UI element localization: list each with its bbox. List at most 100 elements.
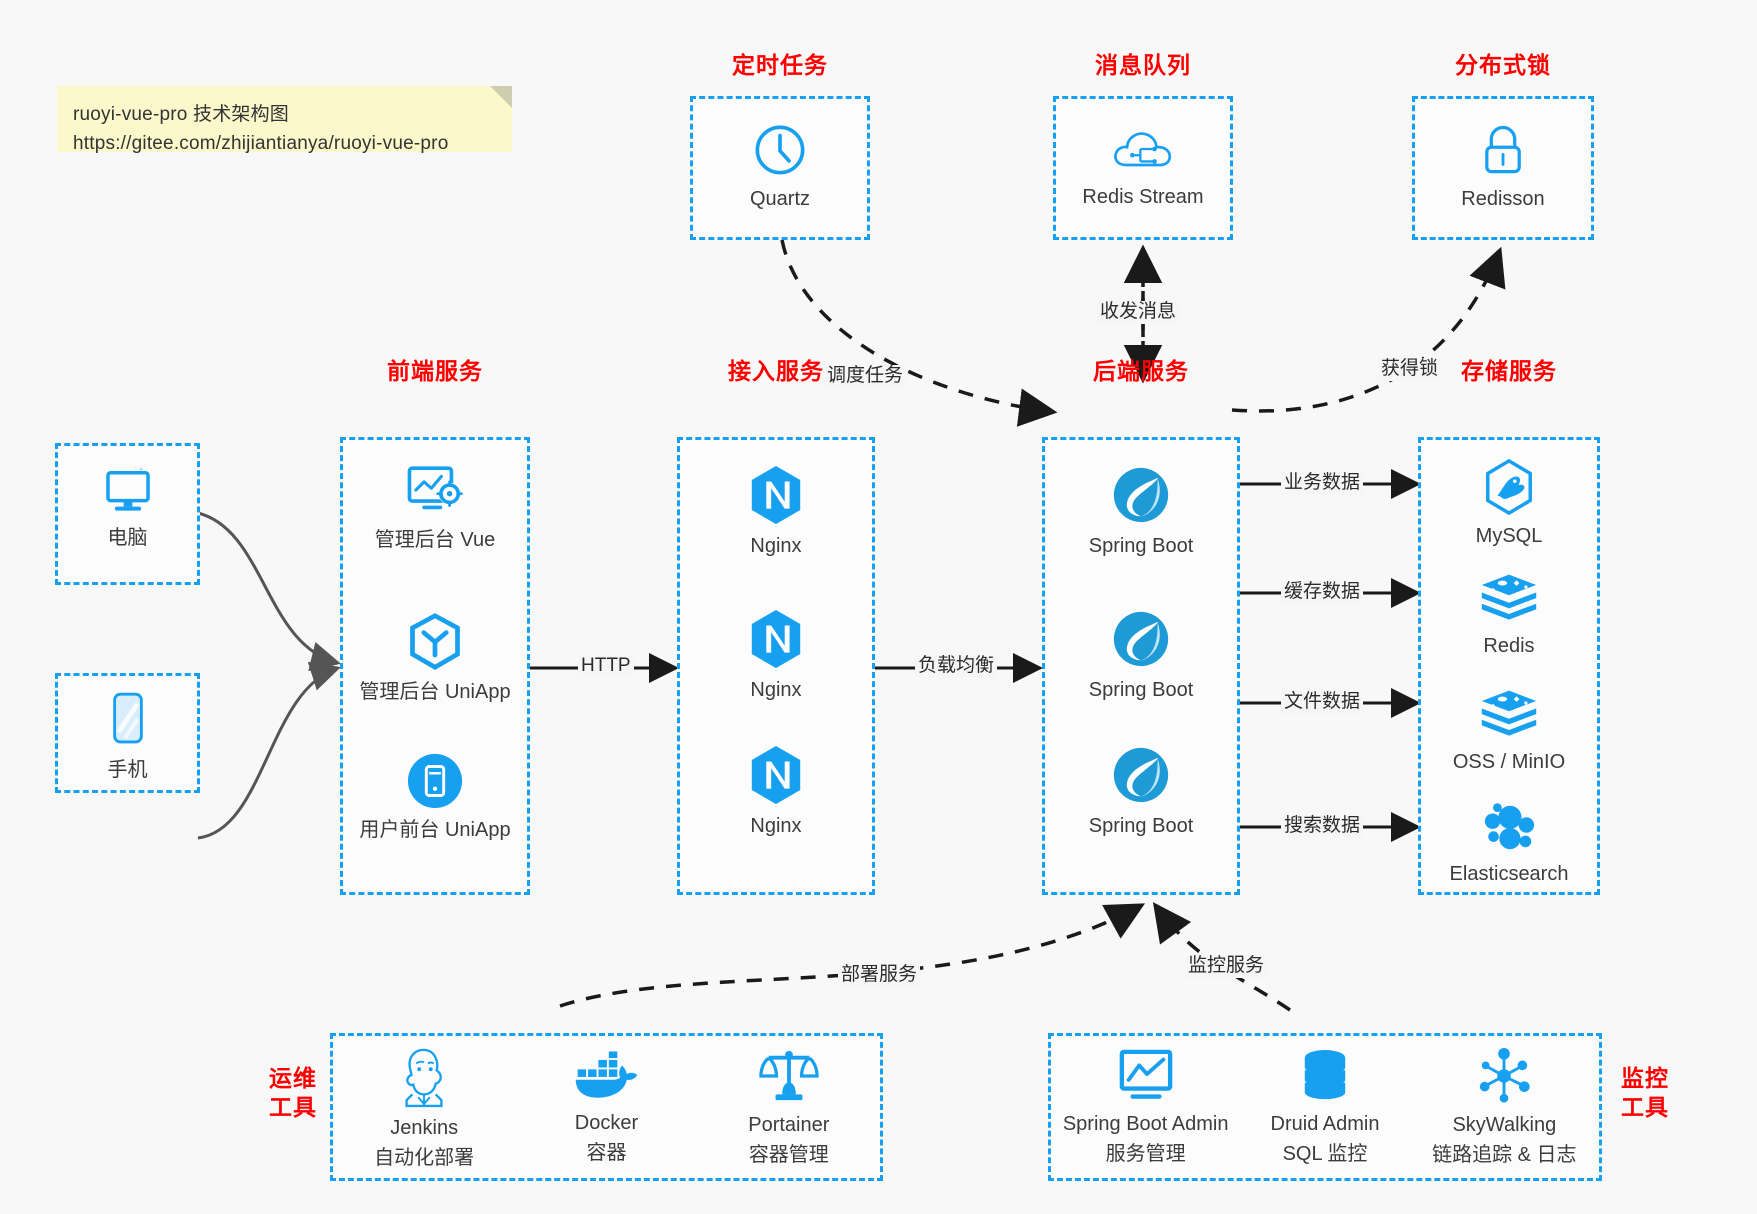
node-spring-boot-3[interactable]: Spring Boot xyxy=(1045,744,1237,839)
node-sublabel: SQL 监控 xyxy=(1282,1143,1368,1165)
node-docker[interactable]: Docker 容器 xyxy=(520,1049,692,1165)
edge-label-acquire-lock: 获得锁 xyxy=(1378,358,1442,381)
note-fold-icon xyxy=(490,86,512,108)
group-box-devops: Jenkins 自动化部署 Docker 容器 xyxy=(330,1033,883,1181)
sticky-note: ruoyi-vue-pro 技术架构图 https://gitee.com/zh… xyxy=(57,86,512,154)
node-label: Spring Boot xyxy=(1088,679,1194,701)
group-box-client-desktop: 电脑 xyxy=(55,443,200,585)
node-redisson[interactable]: Redisson xyxy=(1415,121,1591,212)
jenkins-icon xyxy=(405,1048,443,1108)
node-skywalking[interactable]: SkyWalking 链路追踪 & 日志 xyxy=(1410,1047,1599,1167)
group-title-message-queue: 消息队列 xyxy=(1095,52,1191,78)
group-box-client-mobile: 手机 xyxy=(55,673,200,793)
group-box-scheduled-task: Quartz xyxy=(690,96,870,240)
node-label: Quartz xyxy=(749,188,811,210)
node-label: 管理后台 UniApp xyxy=(359,681,511,703)
group-box-message-queue: Redis Stream xyxy=(1053,96,1233,240)
node-label: Jenkins xyxy=(390,1117,459,1139)
node-quartz[interactable]: Quartz xyxy=(693,121,867,212)
edge-label-deploy-service: 部署服务 xyxy=(838,964,921,987)
node-druid-admin[interactable]: Druid Admin SQL 监控 xyxy=(1240,1048,1409,1166)
node-label: Docker xyxy=(574,1112,639,1134)
spring-boot-icon xyxy=(1113,467,1169,523)
node-sublabel: 容器管理 xyxy=(748,1144,829,1166)
node-oss-minio[interactable]: OSS / MinIO xyxy=(1421,688,1597,775)
node-label: Druid Admin xyxy=(1270,1113,1380,1135)
node-label: Redisson xyxy=(1461,188,1545,210)
node-redis[interactable]: Redis xyxy=(1421,572,1597,659)
nginx-icon xyxy=(751,745,801,805)
group-box-frontend: 管理后台 Vue 管理后台 UniApp 用户前台 UniApp xyxy=(340,437,530,895)
node-admin-uniapp[interactable]: 管理后台 UniApp xyxy=(343,612,527,705)
group-title-frontend: 前端服务 xyxy=(387,358,483,384)
mysql-icon xyxy=(1486,458,1532,516)
wire-deploy-service xyxy=(559,903,1146,1008)
docker-icon xyxy=(576,1051,638,1098)
group-title-scheduled-task: 定时任务 xyxy=(732,52,828,78)
node-spring-boot-2[interactable]: Spring Boot xyxy=(1045,608,1237,703)
node-mysql[interactable]: MySQL xyxy=(1421,458,1597,549)
monitor-chart-icon xyxy=(1119,1049,1172,1099)
node-spring-boot-1[interactable]: Spring Boot xyxy=(1045,464,1237,559)
node-mobile[interactable]: 手机 xyxy=(58,690,197,783)
node-portainer[interactable]: Portainer 容器管理 xyxy=(703,1047,875,1167)
node-sublabel: 链路追踪 & 日志 xyxy=(1432,1144,1577,1166)
group-title-gateway: 接入服务 xyxy=(728,358,824,384)
node-nginx-1[interactable]: Nginx xyxy=(680,464,872,559)
group-title-monitor: 监控 工具 xyxy=(1610,1064,1680,1122)
node-label: 手机 xyxy=(107,759,148,781)
node-jenkins[interactable]: Jenkins 自动化部署 xyxy=(338,1044,510,1170)
group-box-storage: MySQL Redis xyxy=(1418,437,1600,895)
nginx-icon xyxy=(751,465,801,525)
edge-label-business-data: 业务数据 xyxy=(1281,472,1364,495)
monitor-title-line2: 工具 xyxy=(1621,1093,1669,1120)
group-title-distributed-lock: 分布式锁 xyxy=(1455,52,1551,78)
node-label: 管理后台 Vue xyxy=(374,529,496,551)
node-label: SkyWalking xyxy=(1452,1114,1557,1136)
node-spring-boot-admin[interactable]: Spring Boot Admin 服务管理 xyxy=(1051,1048,1240,1166)
note-url: https://gitee.com/zhijiantianya/ruoyi-vu… xyxy=(73,133,449,155)
edge-label-file-data: 文件数据 xyxy=(1281,691,1364,714)
spring-boot-icon xyxy=(1113,747,1169,803)
clock-icon xyxy=(755,125,805,175)
node-admin-vue[interactable]: 管理后台 Vue xyxy=(343,462,527,553)
skywalking-icon xyxy=(1480,1047,1530,1103)
portainer-scales-icon xyxy=(759,1050,819,1101)
spring-boot-icon xyxy=(1113,611,1169,667)
node-sublabel: 容器 xyxy=(586,1142,627,1164)
edge-label-load-balance: 负载均衡 xyxy=(915,655,998,678)
node-label: Spring Boot xyxy=(1088,815,1194,837)
wire-acquire-lock xyxy=(1231,246,1506,413)
node-label: 用户前台 UniApp xyxy=(359,819,511,841)
lock-icon xyxy=(1485,125,1521,174)
node-label: Portainer xyxy=(748,1114,830,1136)
node-label: 电脑 xyxy=(107,527,148,549)
node-label: Nginx xyxy=(750,815,802,837)
group-box-backend: Spring Boot Spring Boot Spring Boot xyxy=(1042,437,1240,895)
node-user-uniapp[interactable]: 用户前台 UniApp xyxy=(343,752,527,843)
edge-label-send-receive-msg: 收发消息 xyxy=(1097,301,1180,324)
monitor-title-line1: 监控 xyxy=(1621,1065,1669,1091)
cloud-stream-icon xyxy=(1114,132,1172,167)
edge-label-http: HTTP xyxy=(578,655,634,678)
node-redis-stream[interactable]: Redis Stream xyxy=(1056,121,1230,210)
dashboard-gear-icon xyxy=(407,466,463,510)
group-title-devops: 运维 工具 xyxy=(258,1064,328,1122)
group-title-backend: 后端服务 xyxy=(1093,358,1189,384)
edge-label-monitor-service: 监控服务 xyxy=(1185,955,1268,978)
oss-minio-icon xyxy=(1481,690,1537,736)
node-elasticsearch[interactable]: Elasticsearch xyxy=(1421,798,1597,887)
devops-title-line1: 运维 xyxy=(269,1065,317,1091)
node-label: Nginx xyxy=(750,679,802,701)
node-nginx-2[interactable]: Nginx xyxy=(680,608,872,703)
node-nginx-3[interactable]: Nginx xyxy=(680,744,872,839)
wire-mobile-to-frontend xyxy=(197,661,341,840)
node-desktop[interactable]: 电脑 xyxy=(58,464,197,551)
node-label: Redis xyxy=(1483,635,1535,657)
wire-desktop-to-frontend xyxy=(197,511,341,672)
elasticsearch-icon xyxy=(1484,803,1535,850)
desktop-icon xyxy=(105,467,150,511)
group-box-monitor: Spring Boot Admin 服务管理 Druid Admin SQL 监… xyxy=(1048,1033,1602,1181)
node-sublabel: 自动化部署 xyxy=(374,1147,475,1169)
